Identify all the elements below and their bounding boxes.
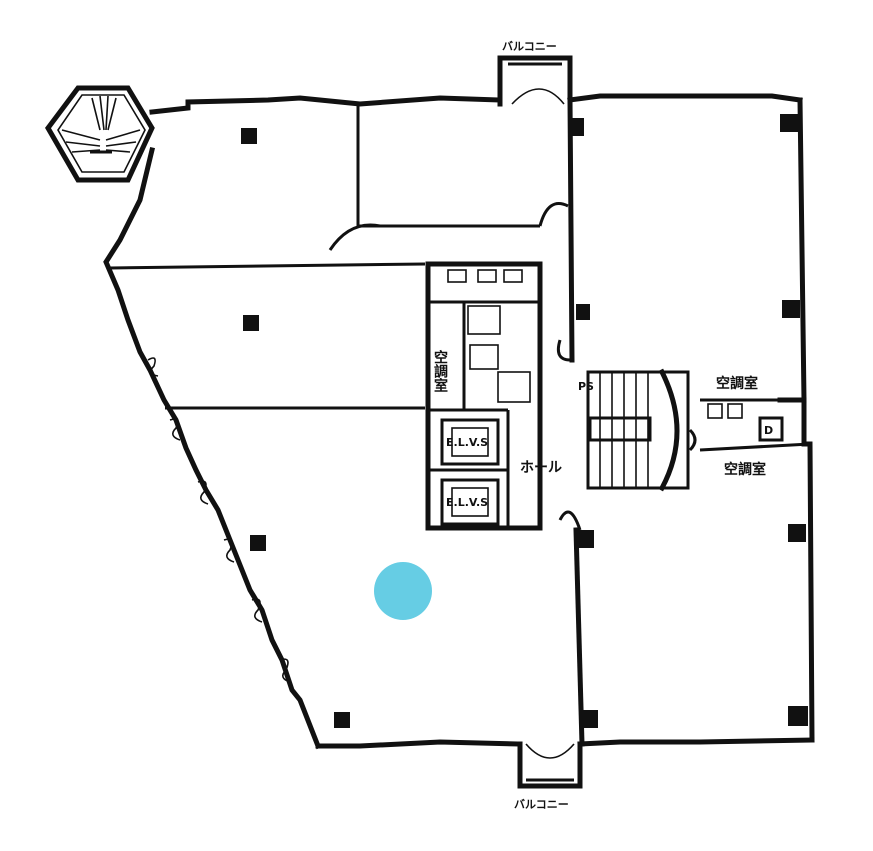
location-marker: [374, 562, 432, 620]
hall-label: ホール: [520, 460, 562, 476]
elevator-upper-label: E.L.V.S: [446, 436, 488, 449]
balcony-bottom-label: バルコニー: [514, 798, 569, 811]
ac-room-right-upper-label: 空調室: [716, 375, 758, 392]
balcony-top-label: バルコニー: [502, 40, 557, 53]
column: [788, 524, 806, 542]
column: [788, 706, 808, 726]
column: [334, 712, 350, 728]
column: [243, 315, 259, 331]
column: [582, 710, 598, 728]
balcony-top: バルコニー: [497, 40, 573, 107]
ps-label: PS: [578, 380, 594, 393]
column: [782, 300, 800, 318]
column: [576, 304, 590, 320]
column: [568, 118, 584, 136]
right-service-area: D 空調室 空調室: [700, 375, 800, 478]
balcony-bottom: バルコニー: [514, 741, 583, 811]
column: [250, 535, 266, 551]
stair-block: PS: [578, 368, 690, 492]
ac-room-left-label: 空調室: [432, 349, 448, 392]
interior-partitions: [109, 97, 811, 747]
elevator-lower-label: E.L.V.S: [446, 496, 488, 509]
column: [578, 530, 594, 548]
core-block: 空調室 E.L.V.S E.L.V.S: [425, 261, 543, 531]
ac-room-right-lower-label: 空調室: [724, 461, 766, 478]
column: [780, 114, 798, 132]
hexagon-stair-tower: [45, 85, 155, 183]
wc-mark: D: [764, 424, 773, 437]
column: [241, 128, 257, 144]
structural-columns: [241, 114, 808, 728]
